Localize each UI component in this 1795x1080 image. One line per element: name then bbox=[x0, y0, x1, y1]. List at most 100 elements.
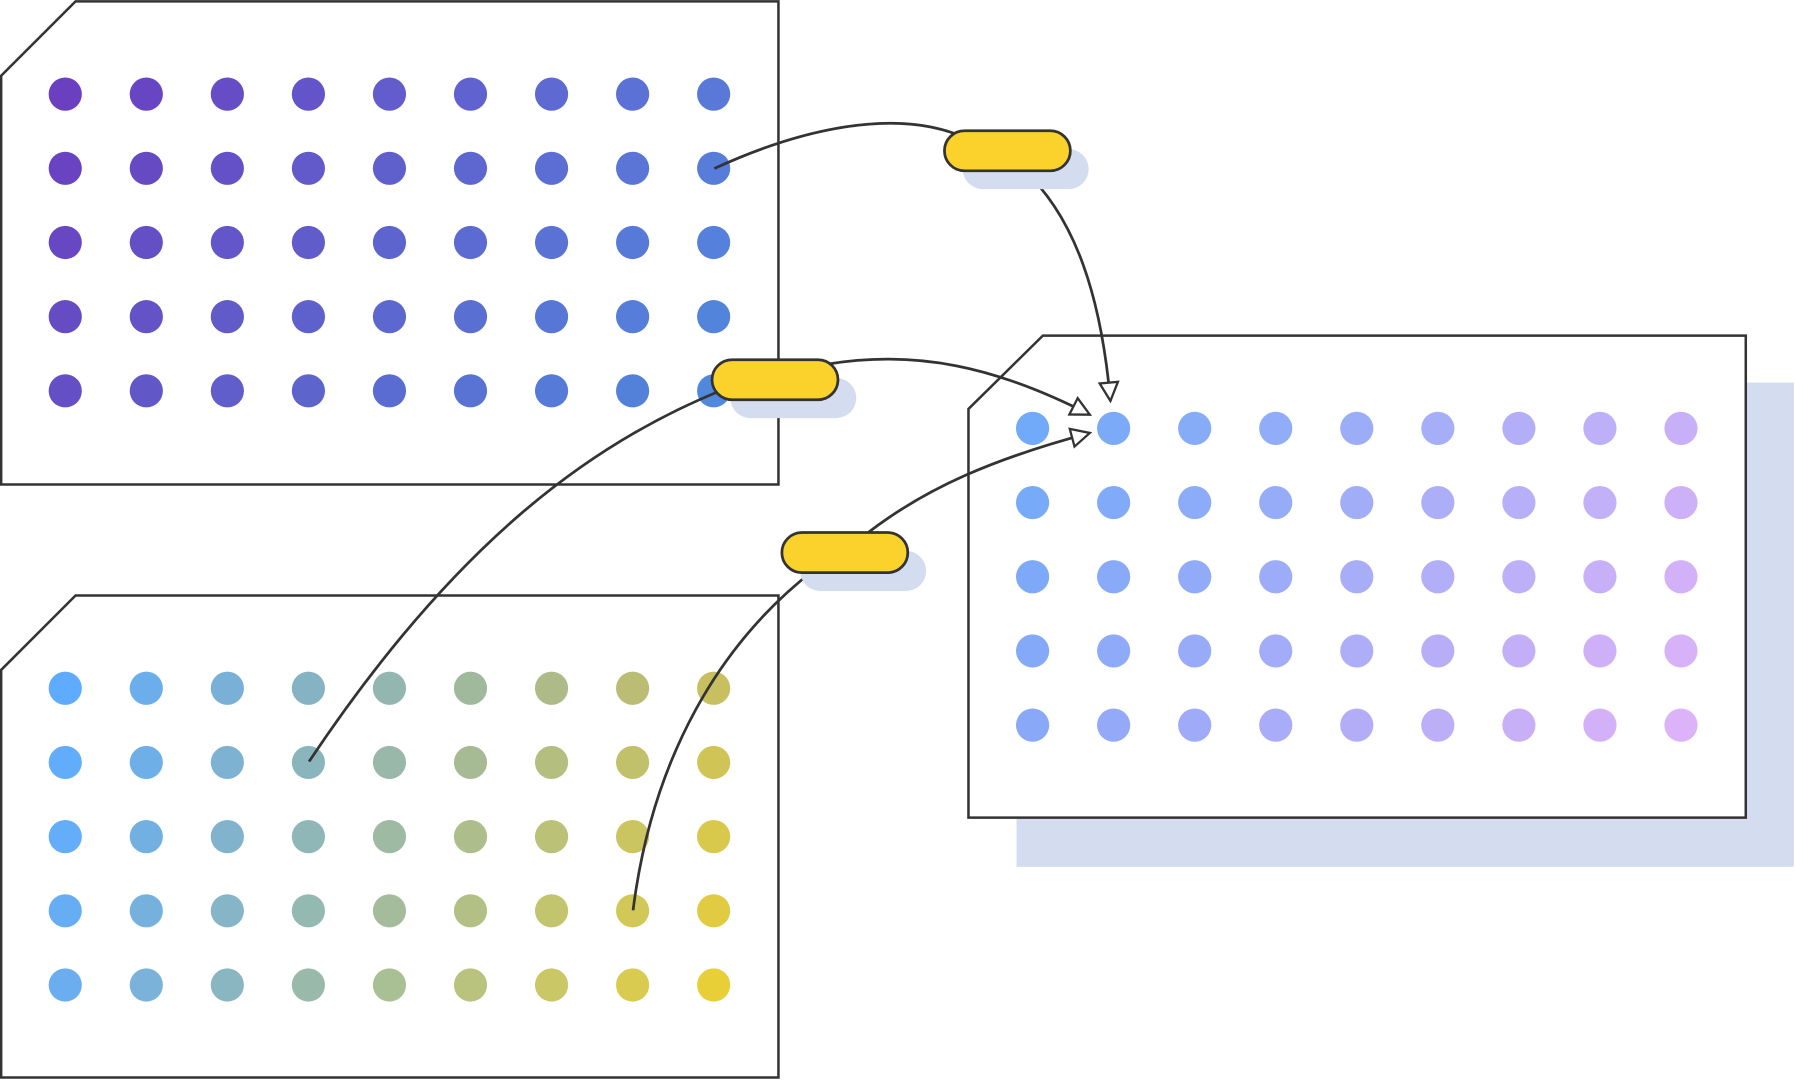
grid-dot bbox=[1015, 708, 1050, 742]
grid-dot bbox=[697, 225, 731, 260]
connector-pill2-to-target bbox=[826, 357, 1090, 416]
grid-dot bbox=[616, 894, 650, 928]
grid-dot bbox=[210, 820, 244, 854]
grid-dot bbox=[1340, 708, 1374, 742]
grid-dot bbox=[291, 894, 326, 928]
grid-dot bbox=[48, 374, 82, 408]
grid-dot bbox=[1015, 411, 1050, 445]
grid-dot bbox=[697, 894, 731, 928]
grid-dot bbox=[1421, 560, 1455, 594]
grid-dot bbox=[129, 745, 163, 780]
grid-dot bbox=[1421, 634, 1455, 668]
connector-b2-to-pill3 bbox=[631, 568, 816, 911]
pill bbox=[780, 531, 910, 574]
label-pill-3 bbox=[780, 531, 927, 591]
grid-dot bbox=[1421, 411, 1455, 445]
grid-dot bbox=[48, 894, 82, 928]
grid-dot bbox=[453, 77, 488, 111]
grid-dot bbox=[1502, 485, 1536, 520]
grid-dot bbox=[291, 225, 326, 260]
grid-dot bbox=[697, 300, 731, 334]
grid-dot bbox=[210, 225, 244, 260]
grid-dot bbox=[534, 671, 569, 705]
grid-dot bbox=[1664, 560, 1698, 594]
grid-dot bbox=[1097, 708, 1131, 742]
grid-dot bbox=[616, 374, 650, 408]
grid-dot bbox=[291, 671, 326, 705]
grid-dot bbox=[372, 77, 407, 111]
grid-dot bbox=[534, 894, 569, 928]
grid-dot bbox=[534, 225, 569, 260]
grid-dot bbox=[372, 151, 407, 185]
grid-dot bbox=[210, 745, 244, 780]
grid-dot bbox=[453, 745, 488, 780]
grid-dot bbox=[291, 374, 326, 408]
pill bbox=[943, 129, 1072, 173]
grid-dot bbox=[48, 820, 82, 854]
grid-dot bbox=[129, 225, 163, 260]
grid-dot bbox=[1340, 560, 1374, 594]
grid-dot bbox=[48, 77, 82, 111]
grid-dot bbox=[210, 968, 244, 1002]
grid-dot bbox=[1664, 634, 1698, 668]
grid-dot bbox=[1178, 708, 1212, 742]
grid-dot bbox=[1178, 485, 1212, 520]
grid-dot bbox=[453, 820, 488, 854]
label-pill-1 bbox=[943, 129, 1089, 190]
grid-dot bbox=[1502, 560, 1536, 594]
grid-dot bbox=[1583, 634, 1617, 668]
grid-dot bbox=[372, 894, 407, 928]
grid-dot bbox=[291, 77, 326, 111]
grid-dot bbox=[1259, 411, 1293, 445]
grid-dot bbox=[291, 300, 326, 334]
dot-grid-target bbox=[1015, 411, 1698, 742]
connector-a1-to-pill bbox=[713, 121, 960, 170]
grid-dot bbox=[453, 300, 488, 334]
grid-dot bbox=[697, 671, 731, 705]
grid-dot bbox=[1340, 485, 1374, 520]
grid-dot bbox=[372, 300, 407, 334]
grid-dot bbox=[129, 671, 163, 705]
grid-dot bbox=[1583, 485, 1617, 520]
grid-dot bbox=[129, 374, 163, 408]
grid-dot bbox=[616, 300, 650, 334]
grid-dot bbox=[697, 77, 731, 111]
grid-dot bbox=[1259, 634, 1293, 668]
grid-dot bbox=[1664, 485, 1698, 520]
grid-dot bbox=[1583, 560, 1617, 594]
grid-dot bbox=[48, 745, 82, 780]
grid-dot bbox=[453, 671, 488, 705]
grid-dot bbox=[372, 671, 407, 705]
grid-dot bbox=[453, 374, 488, 408]
grid-dot bbox=[1097, 634, 1131, 668]
grid-dot bbox=[1583, 411, 1617, 445]
grid-dot bbox=[534, 151, 569, 185]
grid-dot bbox=[210, 151, 244, 185]
grid-dot bbox=[210, 77, 244, 111]
grid-dot bbox=[616, 671, 650, 705]
grid-dot bbox=[129, 151, 163, 185]
pill bbox=[710, 358, 840, 402]
grid-dot bbox=[291, 151, 326, 185]
grid-dot bbox=[1502, 634, 1536, 668]
grid-dot bbox=[1664, 411, 1698, 445]
grid-dot bbox=[453, 151, 488, 185]
grid-dot bbox=[697, 820, 731, 854]
grid-dot bbox=[534, 300, 569, 334]
grid-dot bbox=[291, 745, 326, 780]
grid-dot bbox=[1340, 411, 1374, 445]
dot-grid-source-a bbox=[48, 77, 731, 408]
grid-dot bbox=[1178, 560, 1212, 594]
grid-dot bbox=[210, 894, 244, 928]
grid-dot bbox=[1583, 708, 1617, 742]
grid-dot bbox=[1421, 708, 1455, 742]
grid-dot bbox=[129, 968, 163, 1002]
grid-dot bbox=[1015, 485, 1050, 520]
grid-dot bbox=[372, 374, 407, 408]
grid-dot bbox=[129, 820, 163, 854]
grid-dot bbox=[372, 820, 407, 854]
grid-dot bbox=[372, 968, 407, 1002]
grid-dot bbox=[1502, 708, 1536, 742]
grid-dot bbox=[534, 374, 569, 408]
grid-dot bbox=[1097, 560, 1131, 594]
